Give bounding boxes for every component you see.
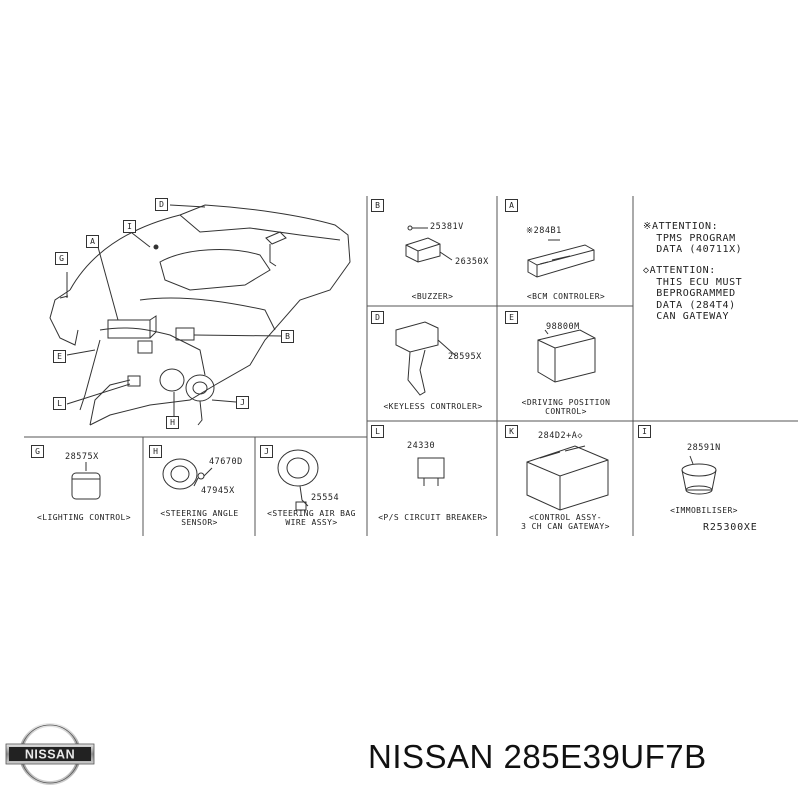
attention-note-gateway: ◇ATTENTION: THIS ECU MUST BEPROGRAMMED D… <box>643 265 743 322</box>
panel-caption-line1: <STEERING AIR BAG <box>267 509 356 518</box>
attention-note-tpms: ※ATTENTION: TPMS PROGRAM DATA (40711X) <box>643 221 743 255</box>
panel-i-letter: I <box>638 425 651 438</box>
callout-d: D <box>155 198 168 211</box>
callout-b: B <box>281 330 294 343</box>
callout-i: I <box>123 220 136 233</box>
panel-caption: <LIGHTING CONTROL> <box>37 513 131 522</box>
steering-air-bag-wire-part <box>277 449 319 511</box>
part-number: 28591N <box>687 443 721 453</box>
panel-caption: <BCM CONTROLER> <box>526 292 606 301</box>
panel-caption-line2: 3 CH CAN GATEWAY> <box>521 522 610 531</box>
can-gateway-part <box>526 445 609 511</box>
panel-caption-line1: <STEERING ANGLE <box>160 509 239 518</box>
dashboard-illustration <box>49 204 351 426</box>
part-number: ※284B1 <box>526 226 562 236</box>
panel-k-letter: K <box>505 425 518 438</box>
part-number: 26350X <box>455 257 489 267</box>
panel-caption-line1: <DRIVING POSITION <box>521 398 611 407</box>
bcm-part <box>527 239 595 278</box>
panel-caption-line2: SENSOR> <box>181 518 218 527</box>
part-number: 24330 <box>407 441 436 451</box>
panel-caption-line2: WIRE ASSY> <box>285 518 338 527</box>
panel-h-letter: H <box>149 445 162 458</box>
drawing-code: R25300XE <box>703 522 758 533</box>
steering-angle-sensor-part <box>162 458 213 490</box>
part-number: 98800M <box>546 322 580 332</box>
panel-caption-line2: CONTROL> <box>545 407 587 416</box>
callout-e: E <box>53 350 66 363</box>
panel-d-letter: D <box>371 311 384 324</box>
grid-lines <box>24 196 798 536</box>
callout-g: G <box>55 252 68 265</box>
part-number: 25554 <box>311 493 340 503</box>
part-number: 25381V <box>430 222 464 232</box>
panel-caption-line1: <CONTROL ASSY- <box>528 513 603 522</box>
circuit-breaker-part <box>417 457 445 486</box>
nissan-logo: NISSAN <box>4 722 96 786</box>
logo-text: NISSAN <box>25 748 75 762</box>
part-number: 284D2+A◇ <box>538 431 583 441</box>
panel-e-letter: E <box>505 311 518 324</box>
panel-a-letter: A <box>505 199 518 212</box>
panel-l-letter: L <box>371 425 384 438</box>
buzzer-part <box>405 225 453 263</box>
panel-caption: <KEYLESS CONTROLER> <box>383 402 483 411</box>
part-number: 47945X <box>201 486 235 496</box>
driving-position-control-part <box>537 329 596 383</box>
callout-a: A <box>86 235 99 248</box>
callout-l: L <box>53 397 66 410</box>
panel-g-letter: G <box>31 445 44 458</box>
part-number: 28595X <box>448 352 482 362</box>
page-title: NISSAN 285E39UF7B <box>368 738 707 775</box>
keyless-controller-part <box>395 321 457 396</box>
panel-caption: <BUZZER> <box>411 292 454 301</box>
part-number: 28575X <box>65 452 99 462</box>
panel-j-letter: J <box>260 445 273 458</box>
immobiliser-part <box>681 455 717 495</box>
lighting-control-part <box>71 462 101 500</box>
panel-caption: <IMMOBILISER> <box>670 506 738 515</box>
part-number: 47670D <box>209 457 243 467</box>
panel-caption: <P/S CIRCUIT BREAKER> <box>378 513 488 522</box>
panel-b-letter: B <box>371 199 384 212</box>
callout-h: H <box>166 416 179 429</box>
callout-j: J <box>236 396 249 409</box>
